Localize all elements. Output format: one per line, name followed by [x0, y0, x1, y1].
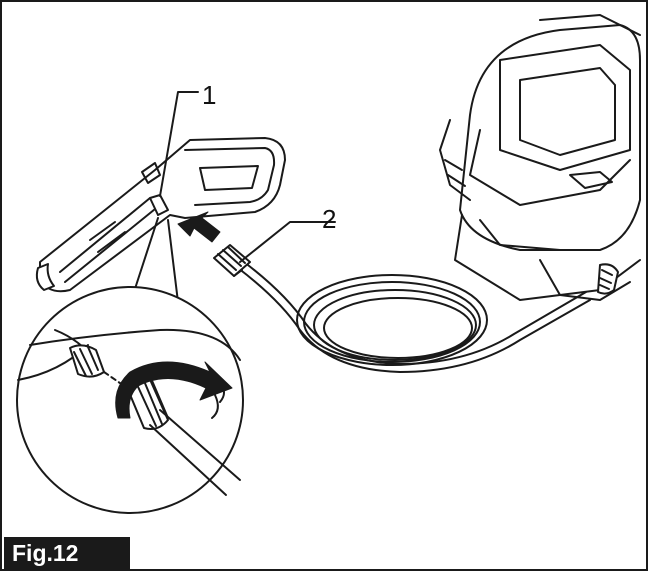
high-pressure-hose-icon [213, 244, 591, 373]
insert-arrow-icon [177, 211, 221, 243]
magnifier-wedge [131, 217, 179, 303]
callout-1: 1 [202, 80, 217, 110]
detail-inset [16, 286, 244, 514]
callout-2-leader [239, 221, 336, 263]
callout-2: 2 [322, 204, 337, 234]
washer-unit-icon [439, 14, 641, 301]
spray-gun-icon [35, 137, 286, 293]
figure-label: Fig.12 [4, 537, 130, 569]
rotate-arrow-icon [115, 361, 233, 419]
callout-1-leader [159, 91, 199, 197]
